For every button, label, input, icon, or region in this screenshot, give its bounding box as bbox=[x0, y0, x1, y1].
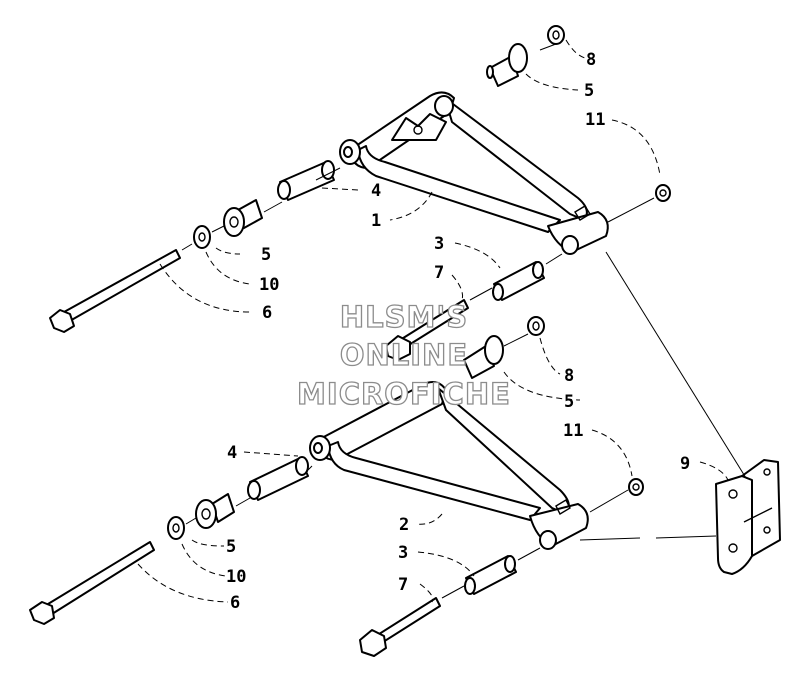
upper-a-arm bbox=[339, 91, 609, 255]
upper-ball-joint bbox=[486, 43, 528, 87]
watermark-line-1: HLSM'S bbox=[340, 300, 468, 334]
callout-11-upper: 11 bbox=[585, 110, 605, 130]
assembly-lines bbox=[181, 43, 747, 599]
callout-numbers: 8 5 11 4 1 5 10 6 3 7 8 5 11 9 4 2 5 10 … bbox=[226, 50, 690, 613]
callout-7-upper: 7 bbox=[434, 263, 444, 283]
callout-3-lower: 3 bbox=[398, 543, 408, 563]
upper-front-sleeve bbox=[277, 160, 335, 201]
callout-5-lower-ball: 5 bbox=[564, 392, 574, 412]
callout-5-upper-bushing: 5 bbox=[261, 245, 271, 265]
callout-7-lower: 7 bbox=[398, 575, 408, 595]
callout-6-upper: 6 bbox=[262, 303, 272, 323]
lower-ball-joint bbox=[463, 335, 504, 379]
callout-8-upper: 8 bbox=[586, 50, 596, 70]
lower-washer bbox=[167, 516, 185, 540]
watermark-line-2: ONLINE bbox=[340, 338, 468, 372]
lower-front-sleeve bbox=[247, 456, 309, 501]
callout-4-upper: 4 bbox=[371, 181, 381, 201]
lower-nut bbox=[527, 316, 545, 336]
upper-rear-sleeve bbox=[492, 261, 545, 301]
upper-front-bushing bbox=[223, 199, 263, 237]
mount-bracket bbox=[715, 459, 781, 575]
callout-5-lower-bushing: 5 bbox=[226, 537, 236, 557]
callout-2: 2 bbox=[399, 515, 409, 535]
watermark: HLSM'S ONLINE MICROFICHE bbox=[296, 299, 511, 411]
callout-1: 1 bbox=[371, 211, 381, 231]
callout-10-lower: 10 bbox=[226, 567, 246, 587]
callout-8-lower: 8 bbox=[564, 366, 574, 386]
callout-10-upper: 10 bbox=[259, 275, 279, 295]
callout-4-lower: 4 bbox=[227, 443, 237, 463]
lower-rear-bolt bbox=[359, 597, 441, 657]
lower-a-arm bbox=[309, 381, 589, 550]
lower-front-bushing bbox=[195, 493, 235, 529]
callout-6-lower: 6 bbox=[230, 593, 240, 613]
lower-rear-sleeve bbox=[464, 555, 517, 595]
lower-rear-nut bbox=[628, 478, 644, 496]
leader-lines bbox=[137, 39, 729, 603]
lower-long-bolt bbox=[29, 541, 155, 625]
callout-11-lower: 11 bbox=[563, 421, 583, 441]
upper-rear-bolt bbox=[385, 299, 469, 361]
upper-washer bbox=[193, 225, 211, 249]
callout-5-upper-ball: 5 bbox=[584, 81, 594, 101]
upper-long-bolt bbox=[49, 249, 181, 333]
watermark-line-3: MICROFICHE bbox=[297, 377, 511, 411]
upper-nut bbox=[547, 25, 565, 45]
callout-3-upper: 3 bbox=[434, 234, 444, 254]
upper-rear-nut bbox=[655, 184, 671, 202]
callout-9: 9 bbox=[680, 454, 690, 474]
